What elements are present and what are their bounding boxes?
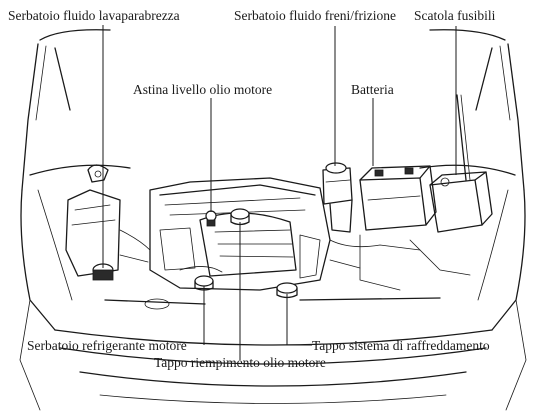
label-battery: Batteria xyxy=(351,82,394,97)
fuse-box-unit xyxy=(429,171,493,233)
leader-lines xyxy=(102,25,457,360)
label-oil-filler-cap: Tappo riempimento olio motore xyxy=(154,355,326,370)
label-washer-reservoir: Serbatoio fluido lavaparabrezza xyxy=(8,8,180,23)
label-fuse-box: Scatola fusibili xyxy=(414,8,496,23)
battery-unit xyxy=(359,165,437,231)
label-coolant-reservoir: Serbatoio refrigerante motore xyxy=(27,338,187,353)
radiator-cap xyxy=(276,282,298,299)
misc-hoses xyxy=(119,229,471,291)
brake-reservoir xyxy=(322,162,353,233)
washer-reservoir xyxy=(65,164,121,281)
front-bumper xyxy=(19,297,527,411)
bay-walls xyxy=(20,164,526,331)
hood-outline xyxy=(21,29,525,191)
hood-strut xyxy=(456,94,471,181)
coolant-reservoir xyxy=(179,266,223,291)
label-cooling-cap: Tappo sistema di raffreddamento xyxy=(312,338,490,353)
oil-dipstick-handle xyxy=(205,210,217,227)
label-brake-clutch-reservoir: Serbatoio fluido freni/frizione xyxy=(234,8,396,23)
label-oil-dipstick: Astina livello olio motore xyxy=(133,82,273,97)
